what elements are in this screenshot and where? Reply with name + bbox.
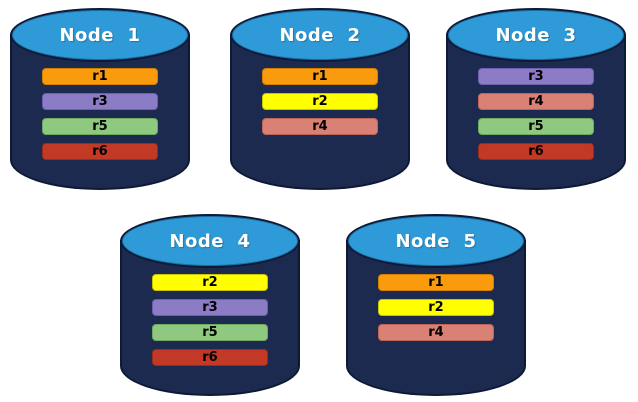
replica-bars: r1 r2 r4 [262,68,378,135]
replica-label: r6 [92,144,108,159]
replica-bar-r6: r6 [42,143,158,160]
node-3: Node 3 r3 r4 r5 r6 [446,6,626,190]
node-title: Node 4 [169,230,251,252]
replica-bar-r4: r4 [378,324,494,341]
node-title: Node 5 [395,230,477,252]
replica-bar-r6: r6 [478,143,594,160]
replica-label: r2 [428,300,444,315]
replica-label: r5 [528,119,544,134]
replica-label: r1 [92,69,108,84]
node-5: Node 5 r1 r2 r4 [346,212,526,396]
replica-bar-r3: r3 [478,68,594,85]
replica-label: r2 [202,275,218,290]
cylinder-top: Node 5 [346,214,526,268]
replica-bar-r4: r4 [262,118,378,135]
replica-bars: r3 r4 r5 r6 [478,68,594,160]
node-1: Node 1 r1 r3 r5 r6 [10,6,190,190]
replica-label: r4 [312,119,328,134]
replica-bar-r6: r6 [152,349,268,366]
node-title: Node 1 [59,24,141,46]
replica-bar-r5: r5 [152,324,268,341]
replica-bar-r1: r1 [378,274,494,291]
replica-bar-r3: r3 [42,93,158,110]
replica-bar-r2: r2 [378,299,494,316]
node-title: Node 2 [279,24,361,46]
replica-bars: r2 r3 r5 r6 [152,274,268,366]
replica-bar-r2: r2 [262,93,378,110]
cylinder-top: Node 3 [446,8,626,62]
replica-label: r4 [528,94,544,109]
replica-label: r6 [202,350,218,365]
replica-bars: r1 r2 r4 [378,274,494,341]
replica-label: r2 [312,94,328,109]
replica-label: r1 [428,275,444,290]
replica-label: r3 [528,69,544,84]
replica-label: r3 [92,94,108,109]
replica-label: r6 [528,144,544,159]
replica-bar-r3: r3 [152,299,268,316]
replica-bar-r1: r1 [42,68,158,85]
node-title: Node 3 [495,24,577,46]
replica-bar-r2: r2 [152,274,268,291]
replica-label: r1 [312,69,328,84]
replica-bar-r4: r4 [478,93,594,110]
replica-label: r5 [92,119,108,134]
replica-bars: r1 r3 r5 r6 [42,68,158,160]
replica-bar-r5: r5 [478,118,594,135]
node-4: Node 4 r2 r3 r5 r6 [120,212,300,396]
cylinder-top: Node 4 [120,214,300,268]
replica-label: r5 [202,325,218,340]
cylinder-top: Node 2 [230,8,410,62]
replica-bar-r1: r1 [262,68,378,85]
replica-label: r4 [428,325,444,340]
node-2: Node 2 r1 r2 r4 [230,6,410,190]
replica-bar-r5: r5 [42,118,158,135]
cylinder-top: Node 1 [10,8,190,62]
replica-label: r3 [202,300,218,315]
